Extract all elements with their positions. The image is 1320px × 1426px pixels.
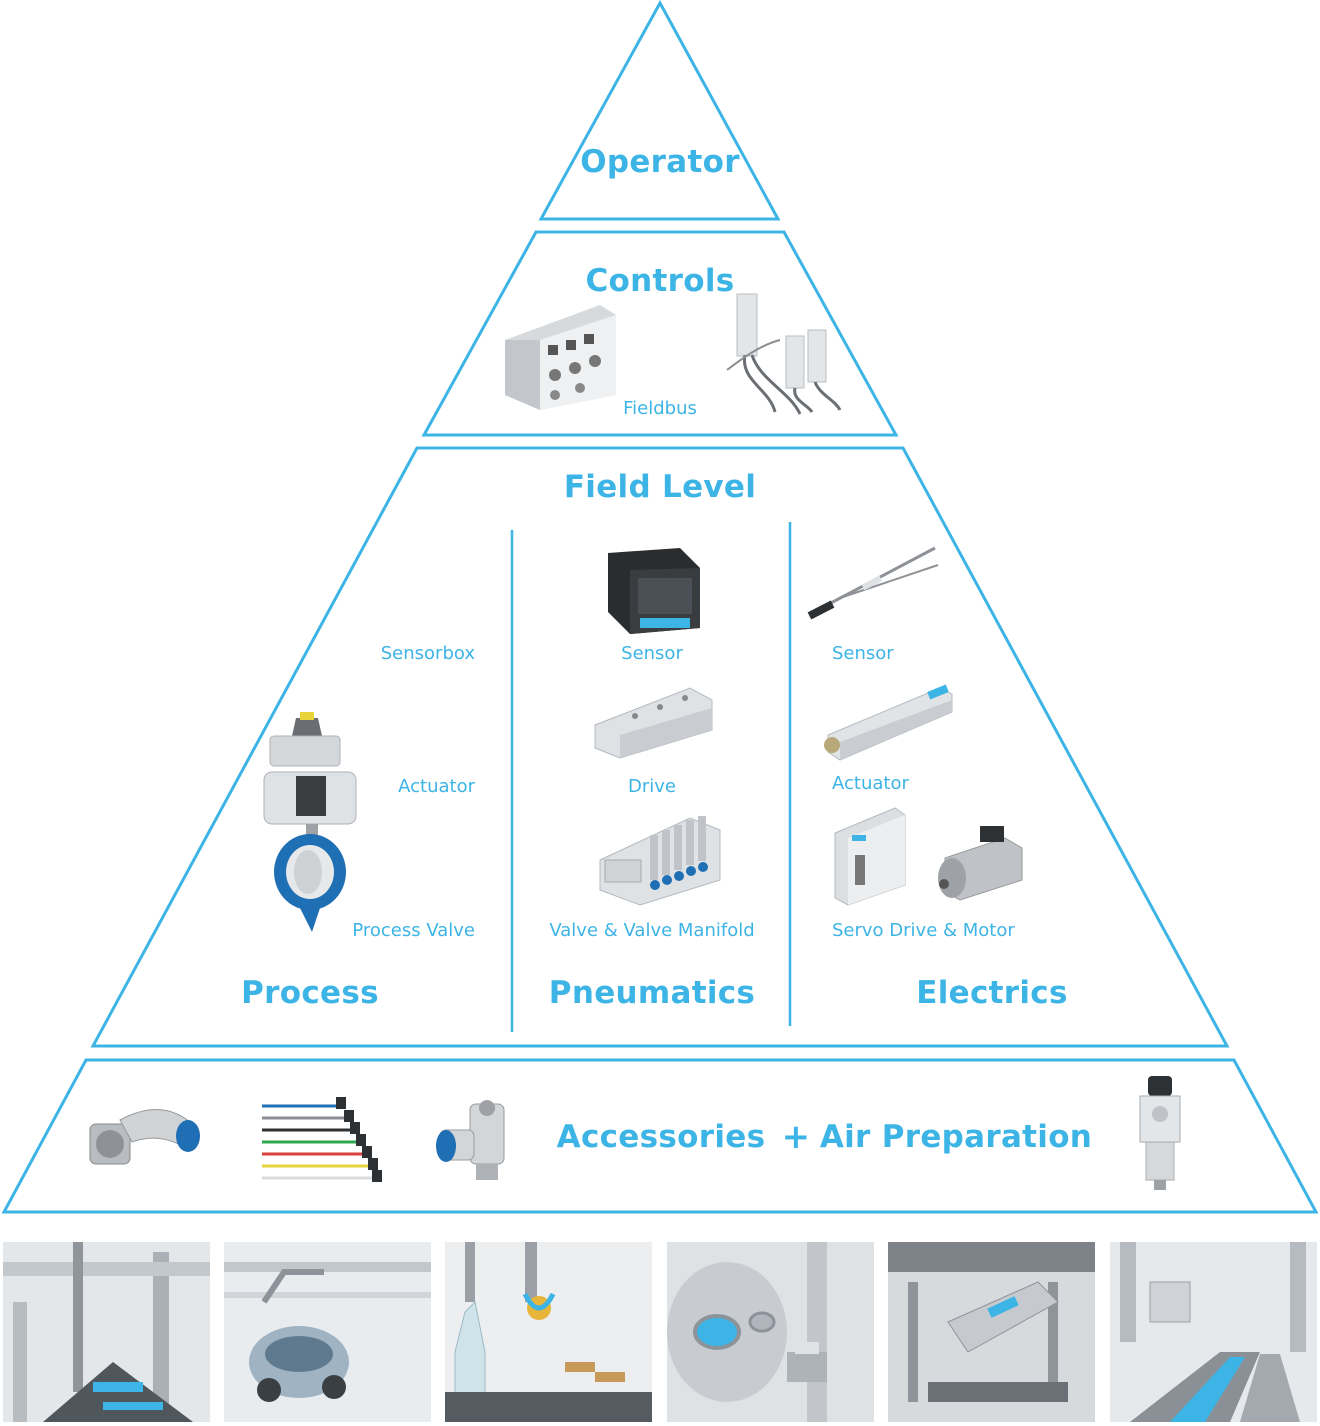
servo-motor-image	[938, 826, 1023, 901]
pneumatics-valve-label: Valve & Valve Manifold	[549, 920, 755, 941]
air-preparation-title: Air Preparation	[819, 1119, 1093, 1155]
electrics-actuator-label: Actuator	[832, 773, 909, 794]
filter-regulator-image	[1139, 1076, 1181, 1190]
plus-sign: +	[781, 1117, 811, 1157]
elbow-fitting-image	[89, 1109, 200, 1165]
process-title: Process	[241, 975, 379, 1011]
process-valve-label: Process Valve	[352, 920, 475, 941]
controls-title: Controls	[585, 263, 735, 299]
process-actuator-label: Actuator	[398, 776, 475, 797]
pneumatics-drive-label: Drive	[628, 776, 676, 797]
electrics-title: Electrics	[916, 975, 1068, 1011]
fieldbus-label: Fieldbus	[623, 398, 697, 419]
process-valve-image	[263, 712, 357, 932]
electronics-handling-photo	[888, 1242, 1095, 1422]
servo-drive-image	[834, 807, 906, 906]
process-tank-photo	[667, 1242, 874, 1422]
cpx-terminal-image	[505, 305, 616, 410]
electrics-sensor-label: Sensor	[832, 643, 894, 664]
base-tier-outline	[1, 1058, 1319, 1214]
electrics-servo-label: Servo Drive & Motor	[832, 920, 1015, 941]
flow-control-valve-image	[436, 1100, 505, 1180]
pneumatics-sensor-label: Sensor	[621, 643, 683, 664]
proximity-sensor-image	[807, 546, 939, 620]
accessories-title: Accessories	[556, 1119, 766, 1155]
process-sensorbox-label: Sensorbox	[380, 643, 475, 664]
electric-axis-image	[824, 684, 953, 761]
field-level-tier-outline	[90, 446, 1230, 1048]
field-level-title: Field Level	[563, 469, 757, 505]
factory-automation-photo	[3, 1242, 210, 1422]
controls-tier-outline	[421, 230, 899, 437]
operator-tier-outline	[538, 0, 781, 221]
automotive-assembly-photo	[224, 1242, 431, 1422]
mini-slide-drive-image	[594, 687, 713, 759]
valve-manifold-image	[599, 816, 721, 906]
conveyor-line-photo	[1110, 1242, 1317, 1422]
pressure-sensor-image	[608, 548, 700, 634]
pneumatics-title: Pneumatics	[548, 975, 756, 1011]
food-packaging-photo	[445, 1242, 652, 1422]
operator-title: Operator	[580, 144, 740, 180]
fieldbus-modules-image	[726, 293, 842, 415]
tubing-cables-image	[262, 1097, 382, 1182]
